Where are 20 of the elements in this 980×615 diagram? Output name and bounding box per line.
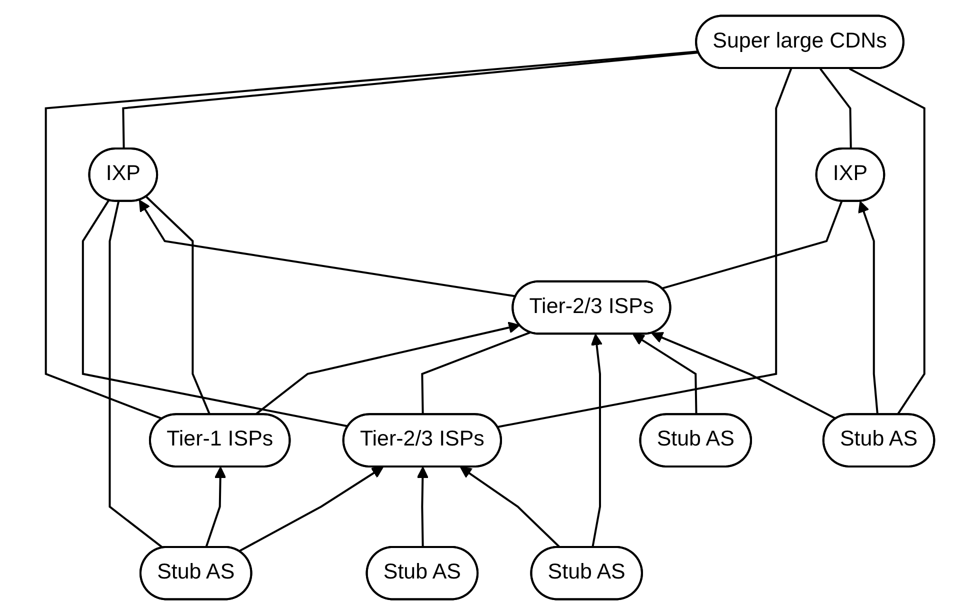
connector	[108, 201, 164, 549]
arrow	[254, 322, 520, 416]
connector	[497, 68, 792, 428]
arrow	[858, 200, 879, 415]
connector	[146, 196, 211, 416]
connector	[82, 200, 349, 428]
connector	[421, 332, 530, 415]
arrow	[651, 332, 837, 420]
connector	[820, 68, 852, 150]
connector	[44, 50, 698, 420]
arrow	[138, 200, 516, 298]
connector	[662, 201, 843, 290]
arrow	[416, 466, 429, 548]
arrow	[205, 466, 226, 548]
arrow	[238, 466, 384, 552]
connector	[122, 52, 699, 150]
connector	[849, 68, 926, 416]
arrow	[460, 466, 561, 548]
arrow	[590, 334, 603, 548]
arrow	[632, 334, 698, 415]
